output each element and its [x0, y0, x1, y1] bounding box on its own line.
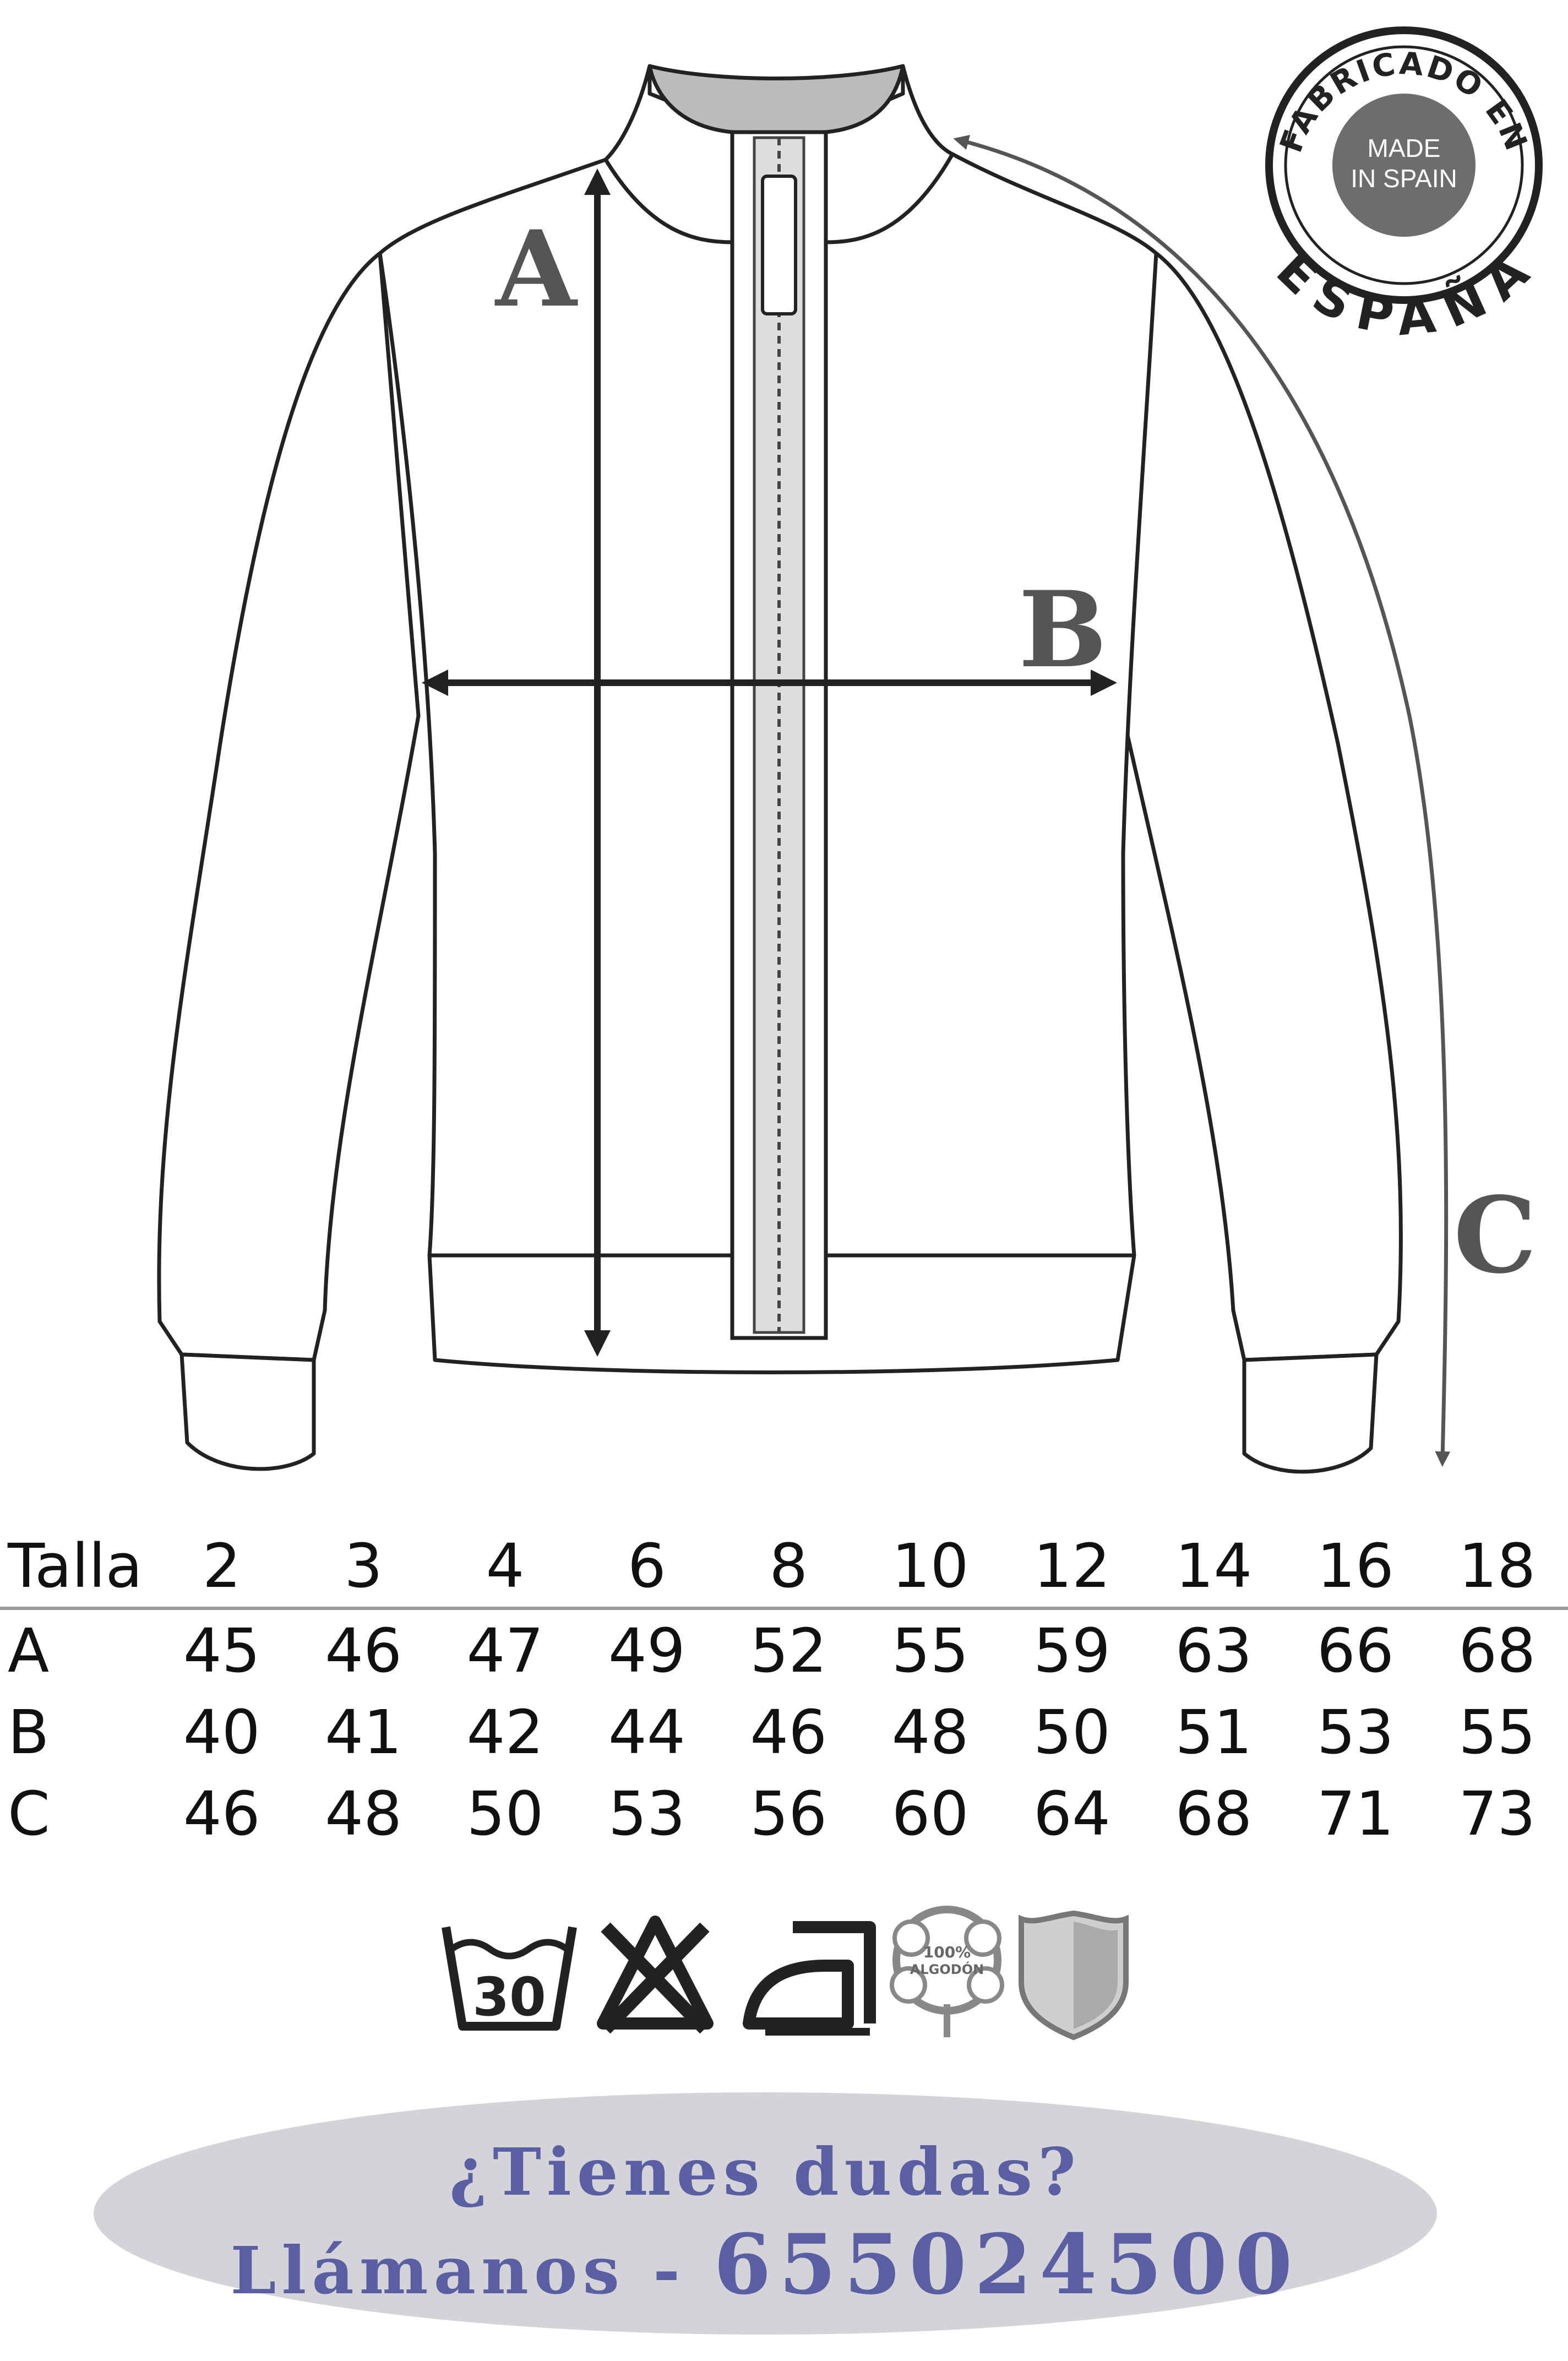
table-cell: 64	[1033, 1778, 1111, 1849]
care-icons: 30 100% ALGODÓN	[442, 1906, 1129, 2041]
size-header-cell: 16	[1284, 1525, 1427, 1610]
row-label: B	[8, 1697, 50, 1767]
contact-phone-number[interactable]: 655024500	[714, 2216, 1300, 2313]
table-cell: 60	[891, 1778, 969, 1849]
table-cell: 55	[1458, 1697, 1536, 1767]
contact-call-line: Llámanos - 655024500	[94, 2216, 1437, 2313]
collar	[603, 64, 734, 244]
table-cell: 66	[1316, 1615, 1394, 1686]
table-cell: 42	[466, 1697, 544, 1767]
table-cell: 50	[466, 1778, 544, 1849]
measure-b-label: B	[1019, 568, 1107, 691]
table-cell: 55	[891, 1615, 969, 1686]
left-sleeve	[157, 251, 421, 1362]
collar-right	[824, 64, 955, 244]
contact-question: ¿Tienes dudas?	[449, 2134, 1082, 2210]
table-cell: 59	[1033, 1615, 1111, 1686]
size-header-cell: 3	[292, 1525, 434, 1610]
size-header-cell: 8	[717, 1525, 859, 1610]
made-in-spain-badge: FABRICADO EN ESPAÑA MADE IN SPAIN	[1265, 26, 1543, 347]
cotton-material-text: ALGODÓN	[910, 1961, 984, 1977]
table-cell: 48	[891, 1697, 969, 1767]
table-cell: 41	[325, 1697, 402, 1767]
table-cell: 53	[608, 1778, 685, 1849]
table-cell: 40	[183, 1697, 260, 1767]
measure-c-label: C	[1453, 1174, 1537, 1297]
wash-temp-text: 30	[472, 1966, 546, 2028]
table-cell: 68	[1458, 1615, 1536, 1686]
shield-icon	[1019, 1910, 1129, 2041]
left-cuff	[179, 1352, 316, 1471]
wash-30-icon: 30	[442, 1926, 577, 2031]
table-row: A 45 46 47 49 52 55 59 63 66 68	[0, 1608, 1568, 1691]
table-cell: 48	[325, 1778, 402, 1849]
size-header-cell: 14	[1142, 1525, 1285, 1610]
iron-icon	[743, 1921, 876, 2036]
collar-back	[647, 64, 905, 134]
table-cell: 49	[608, 1615, 685, 1686]
table-cell: 63	[1175, 1615, 1253, 1686]
table-row: C 46 48 50 53 56 60 64 68 71 73	[0, 1773, 1568, 1854]
row-label: C	[8, 1778, 50, 1849]
table-cell: 56	[750, 1778, 827, 1849]
table-cell: 68	[1175, 1778, 1253, 1849]
row-label: A	[8, 1615, 50, 1686]
table-cell: 52	[750, 1615, 827, 1686]
size-header-row: Talla 2 3 4 6 8 10 12 14 16 18	[0, 1525, 1568, 1610]
badge-inner-line1: MADE	[1368, 134, 1441, 162]
right-cuff	[1242, 1352, 1379, 1474]
cotton-100-icon: 100% ALGODÓN	[890, 1906, 1004, 2037]
cotton-percent-text: 100%	[923, 1943, 971, 1961]
table-cell: 73	[1458, 1778, 1536, 1849]
size-header-cell: 12	[1001, 1525, 1143, 1610]
zipper-pull	[761, 175, 797, 315]
table-cell: 50	[1033, 1697, 1111, 1767]
measure-c-arrow	[953, 134, 1451, 1467]
contact-banner: ¿Tienes dudas? Llámanos - 655024500	[94, 2092, 1437, 2335]
size-header-cell: 10	[859, 1525, 1001, 1610]
table-cell: 46	[183, 1778, 260, 1849]
table-cell: 51	[1175, 1697, 1253, 1767]
measurement-arrows	[422, 134, 1451, 1467]
size-header-label: Talla	[0, 1525, 151, 1610]
size-header-cell: 2	[151, 1525, 293, 1610]
table-cell: 45	[183, 1615, 260, 1686]
size-header-cell: 4	[434, 1525, 576, 1610]
table-cell: 53	[1316, 1697, 1394, 1767]
size-table: Talla 2 3 4 6 8 10 12 14 16 18 A 45 46 4…	[0, 1525, 1568, 1854]
table-cell: 47	[466, 1615, 544, 1686]
size-header-cell: 6	[576, 1525, 718, 1610]
size-header-cell: 18	[1426, 1525, 1568, 1610]
badge-inner-line2: IN SPAIN	[1351, 164, 1457, 193]
table-cell: 44	[608, 1697, 685, 1767]
measure-a-label: A	[494, 208, 578, 330]
table-row: B 40 41 42 44 46 48 50 51 53 55	[0, 1691, 1568, 1773]
table-cell: 71	[1316, 1778, 1394, 1849]
contact-call-prefix: Llámanos -	[230, 2232, 714, 2309]
table-cell: 46	[325, 1615, 402, 1686]
zipper	[730, 130, 828, 1340]
right-sleeve	[1121, 251, 1403, 1362]
table-cell: 46	[750, 1697, 827, 1767]
no-bleach-icon	[597, 1916, 714, 2034]
